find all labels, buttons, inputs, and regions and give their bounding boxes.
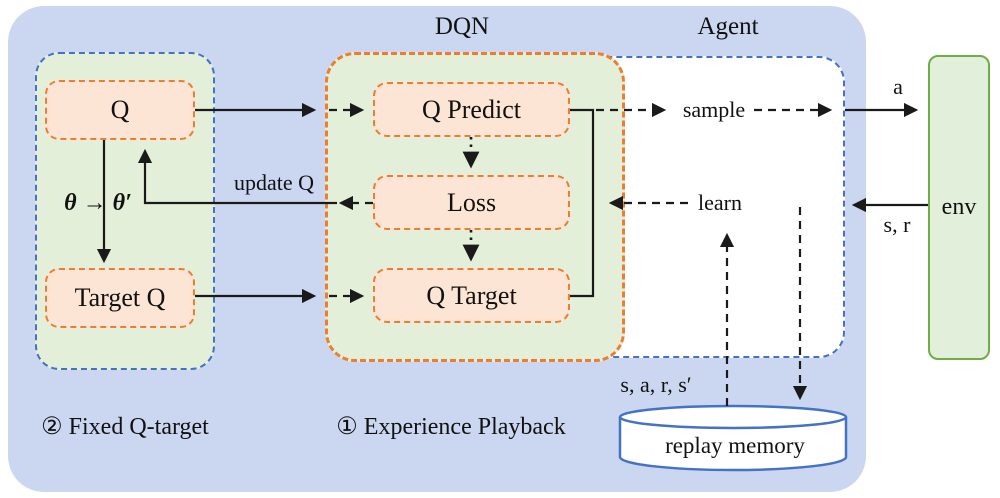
replay-memory-label: replay memory bbox=[665, 433, 805, 458]
agent-title: Agent bbox=[697, 13, 759, 40]
loss-node: Loss bbox=[373, 175, 570, 230]
state-reward-label: s, r bbox=[883, 212, 911, 237]
sample-label: sample bbox=[682, 97, 746, 122]
q-target-node: Q Target bbox=[373, 268, 570, 323]
q-predict-node: Q Predict bbox=[373, 82, 570, 137]
fixed-q-target-caption: ② Fixed Q-target bbox=[41, 413, 209, 440]
loss-node-label: Loss bbox=[446, 187, 497, 217]
theta-update-label: θ → θ′ bbox=[64, 189, 132, 216]
transition-label: s, a, r, s′ bbox=[620, 372, 692, 397]
env-node: env bbox=[928, 55, 990, 360]
env-node-label: env bbox=[941, 194, 977, 220]
q-target-node-label: Q Target bbox=[426, 280, 517, 310]
action-label: a bbox=[893, 74, 903, 99]
dqn-title: DQN bbox=[434, 13, 490, 40]
target-q-node-label: Target Q bbox=[74, 283, 166, 312]
target-q-node: Target Q bbox=[45, 268, 195, 328]
q-node-label: Q bbox=[110, 95, 130, 124]
q-node: Q bbox=[45, 80, 195, 140]
experience-playback-caption: ① Experience Playback bbox=[336, 413, 566, 440]
update-q-label: update Q bbox=[233, 170, 315, 195]
q-predict-node-label: Q Predict bbox=[422, 94, 521, 124]
learn-label: learn bbox=[698, 190, 742, 215]
